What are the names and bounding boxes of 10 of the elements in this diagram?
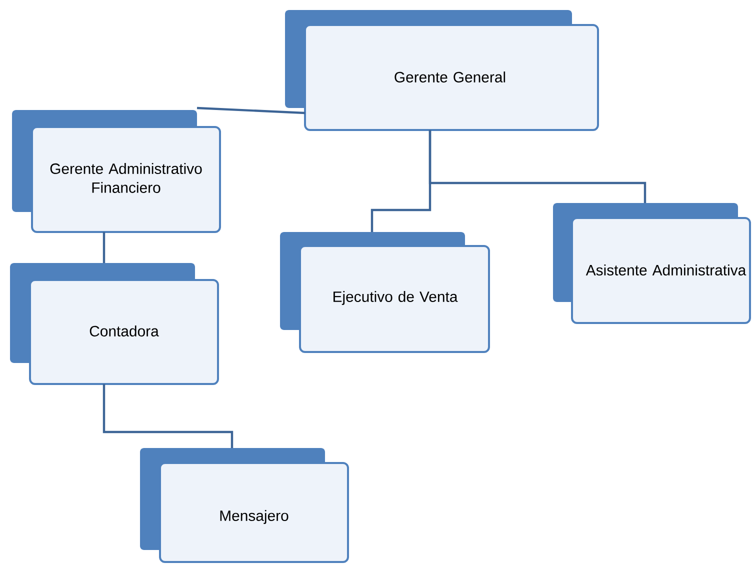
org-box: Contadora	[10, 263, 219, 385]
org-box: Mensajero	[140, 448, 349, 563]
org-box: Asistente Administrativa	[553, 203, 751, 324]
connector-line	[428, 130, 646, 203]
org-box: Gerente General	[285, 10, 599, 131]
org-box: Ejecutivo de Venta	[280, 232, 490, 353]
connector-line	[102, 384, 234, 448]
connector-line	[102, 232, 106, 263]
org-box: Gerente Administrativo Financiero	[12, 110, 221, 233]
connector-line	[196, 106, 306, 114]
